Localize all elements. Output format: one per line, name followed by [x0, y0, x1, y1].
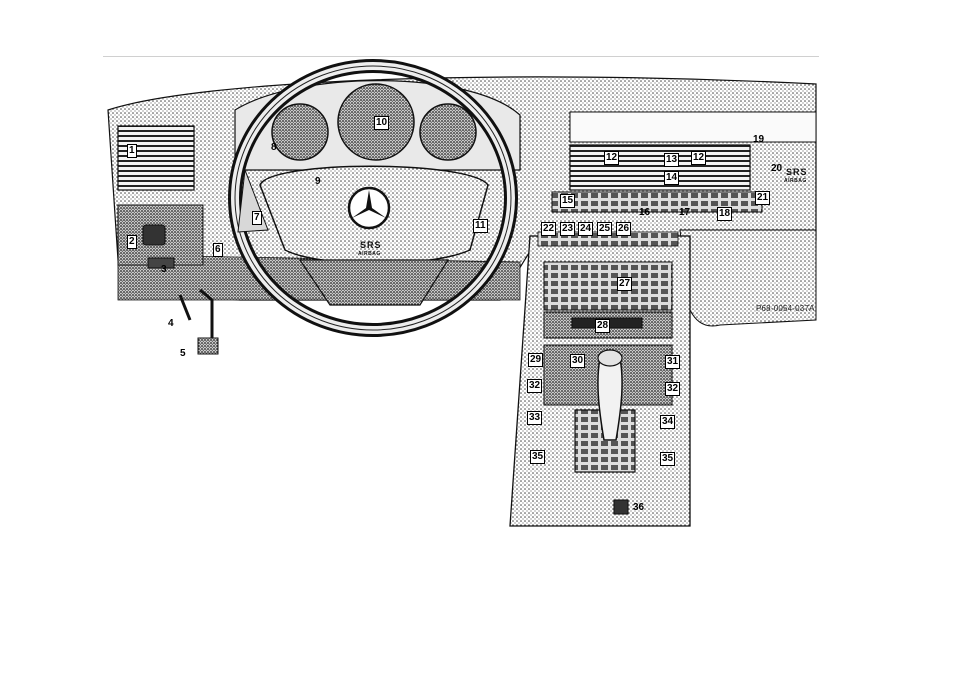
- climate-control-unit: [544, 262, 672, 310]
- callout-35-left: 35: [530, 450, 545, 464]
- callout-36: 36: [633, 502, 644, 514]
- callout-19: 19: [753, 134, 764, 146]
- callout-29: 29: [528, 353, 543, 367]
- callout-2: 2: [127, 235, 137, 249]
- callout-12-left: 12: [604, 151, 619, 165]
- callout-28: 28: [595, 319, 610, 333]
- callout-31: 31: [665, 355, 680, 369]
- callout-9: 9: [315, 176, 321, 188]
- climate-vents-panel: [570, 145, 750, 190]
- callout-12-right: 12: [691, 151, 706, 165]
- figure-reference-code: P68-0054-037A: [756, 304, 815, 313]
- wheel-airbag-label: AIRBAG: [358, 251, 381, 257]
- callout-34: 34: [660, 415, 675, 429]
- glovebox-lid: [570, 112, 816, 142]
- callout-35-right: 35: [660, 452, 675, 466]
- callout-23: 23: [560, 222, 575, 236]
- callout-21: 21: [755, 191, 770, 205]
- right-gauge: [420, 104, 476, 160]
- callout-4: 4: [168, 318, 174, 330]
- gear-selector-knob: [598, 350, 622, 366]
- callout-25: 25: [597, 222, 612, 236]
- wheel-srs-label: SRS: [360, 240, 382, 250]
- callout-8: 8: [271, 142, 277, 154]
- dash-airbag-label: AIRBAG: [784, 178, 807, 184]
- callout-6: 6: [213, 243, 223, 257]
- callout-22: 22: [541, 222, 556, 236]
- dash-srs-label: SRS: [786, 167, 808, 177]
- callout-32-right: 32: [665, 382, 680, 396]
- callout-11: 11: [473, 219, 488, 233]
- callout-30: 30: [570, 354, 585, 368]
- callout-1: 1: [127, 144, 137, 158]
- left-gauge: [272, 104, 328, 160]
- ashtray-switch: [614, 500, 628, 514]
- callout-13: 13: [664, 153, 679, 167]
- callout-24: 24: [578, 222, 593, 236]
- callout-16: 16: [639, 207, 650, 219]
- callout-3: 3: [161, 264, 167, 276]
- parking-brake-pedal: [198, 338, 218, 354]
- callout-27: 27: [617, 277, 632, 291]
- callout-20: 20: [771, 163, 782, 175]
- callout-10: 10: [374, 116, 389, 130]
- callout-26: 26: [616, 222, 631, 236]
- callout-32-left: 32: [527, 379, 542, 393]
- callout-5: 5: [180, 348, 186, 360]
- gear-selector-lever: [598, 358, 622, 440]
- callout-7: 7: [252, 211, 262, 225]
- callout-17: 17: [679, 207, 690, 219]
- headlamp-switch: [143, 225, 165, 245]
- callout-33: 33: [527, 411, 542, 425]
- left-air-vent: [118, 126, 194, 190]
- callout-14: 14: [664, 171, 679, 185]
- callout-15: 15: [560, 194, 575, 208]
- callout-18: 18: [717, 207, 732, 221]
